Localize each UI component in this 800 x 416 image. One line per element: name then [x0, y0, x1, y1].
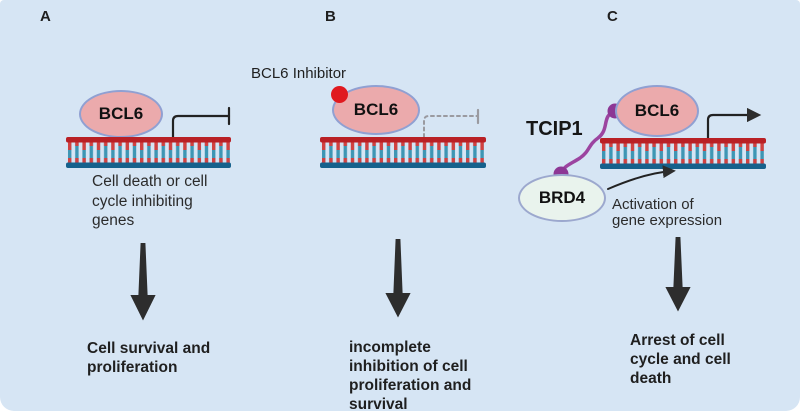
activation-text: Activation of gene expression — [612, 196, 723, 229]
bcl6-protein-c: BCL6 — [615, 85, 699, 137]
bcl6-protein-c-label: BCL6 — [634, 101, 680, 120]
dashed-repression-arrow-icon — [423, 108, 480, 138]
dna-strand-a — [66, 137, 231, 168]
outcome-text-c: Arrest of cell cycle and cell death — [630, 332, 731, 387]
outcome-arrow-icon-b — [385, 239, 411, 318]
repression-arrow-icon — [171, 106, 231, 139]
tcip1-label: TCIP1 — [526, 118, 583, 140]
panel-c-label: C — [607, 8, 618, 25]
inhibitor-label: BCL6 Inhibitor — [251, 65, 347, 82]
inhibitor-dot-icon — [331, 86, 348, 103]
dna-strand-c — [600, 138, 766, 169]
bcl6-protein-a-label: BCL6 — [98, 104, 144, 123]
transcription-arrow-icon — [706, 107, 762, 140]
outcome-text-a: Cell survival and proliferation — [87, 340, 211, 376]
gene-description-a: Cell death or cell cycle inhibiting gene… — [92, 173, 208, 229]
activation-arrow-icon — [607, 165, 676, 190]
dna-strand-b — [320, 137, 486, 168]
brd4-protein: BRD4 — [518, 174, 606, 222]
panel-b-label: B — [325, 8, 336, 25]
outcome-arrow-icon-c — [665, 237, 691, 312]
bcl6-protein-b-label: BCL6 — [353, 100, 399, 119]
outcome-arrow-icon-a — [130, 243, 156, 321]
outcome-text-b: incomplete inhibition of cell proliferat… — [349, 339, 472, 413]
panel-a-label: A — [40, 8, 51, 25]
brd4-protein-label: BRD4 — [538, 188, 586, 207]
bcl6-protein-a: BCL6 — [79, 90, 163, 138]
